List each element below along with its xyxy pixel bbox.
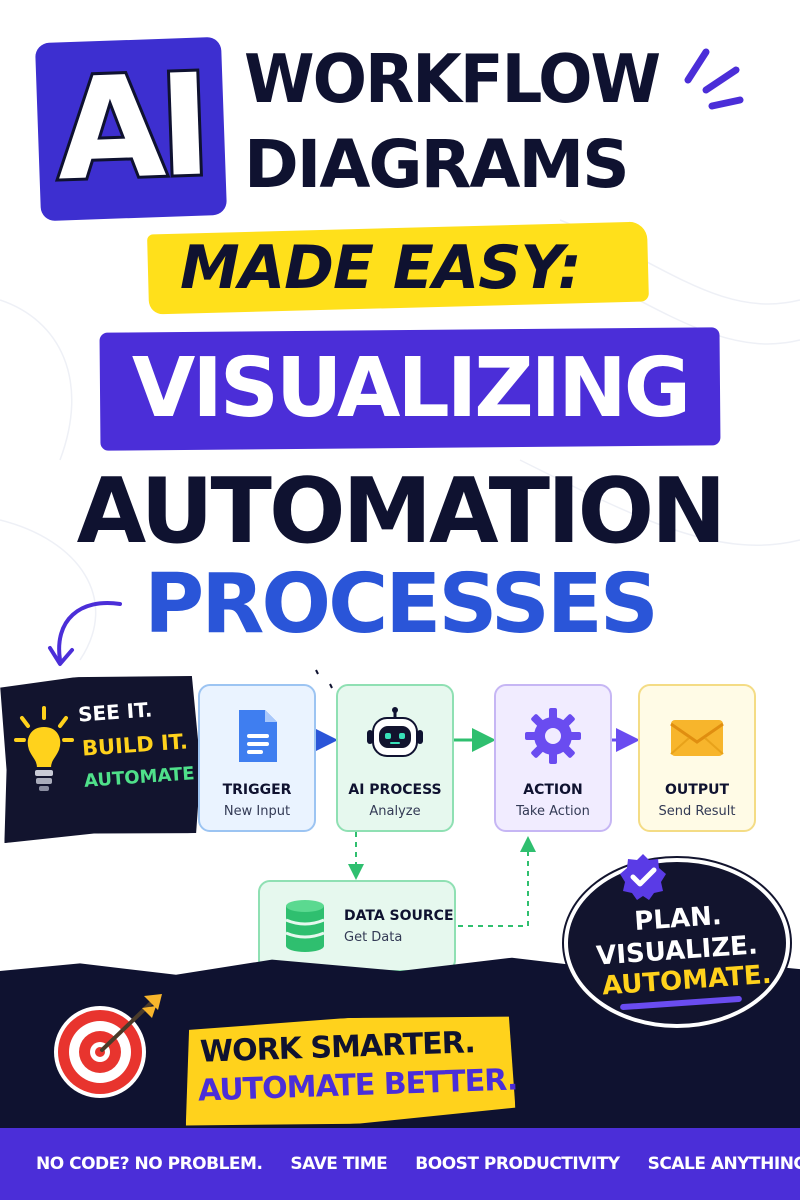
ai-label: AI bbox=[51, 41, 211, 215]
check-badge-icon bbox=[620, 854, 666, 900]
title-made-easy: MADE EASY: bbox=[180, 233, 582, 303]
node-ai-process-title: AI PROCESS bbox=[348, 782, 442, 798]
node-trigger[interactable]: TRIGGER New Input bbox=[198, 684, 316, 832]
spark-lines-icon bbox=[684, 48, 744, 110]
title-automation: AUTOMATION bbox=[76, 459, 727, 564]
ai-badge: AI bbox=[34, 36, 228, 222]
document-icon bbox=[239, 710, 277, 762]
node-action-title: ACTION bbox=[523, 782, 583, 798]
curved-arrow-icon bbox=[48, 601, 122, 666]
node-trigger-subtitle: New Input bbox=[223, 804, 291, 819]
footer-item-save-time: SAVE TIME bbox=[290, 1154, 388, 1174]
title-workflow: WORKFLOW bbox=[244, 41, 661, 119]
lightbulb-icon bbox=[14, 706, 74, 791]
node-action[interactable]: ACTION Take Action bbox=[494, 684, 612, 832]
node-ai-process-subtitle: Analyze bbox=[369, 804, 421, 819]
title-processes: PROCESSES bbox=[144, 557, 659, 652]
node-output-title: OUTPUT bbox=[665, 782, 729, 798]
database-icon bbox=[285, 900, 325, 952]
node-data-source-title: DATA SOURCE bbox=[344, 907, 454, 924]
node-data-source[interactable]: DATA SOURCE Get Data bbox=[258, 880, 456, 972]
title-visualizing: VISUALIZING bbox=[131, 341, 691, 436]
footer-strip: NO CODE? NO PROBLEM. SAVE TIME BOOST PRO… bbox=[0, 1128, 800, 1200]
node-output[interactable]: OUTPUT Send Result bbox=[638, 684, 756, 832]
gear-icon bbox=[525, 708, 581, 764]
node-action-subtitle: Take Action bbox=[516, 804, 590, 819]
node-trigger-title: TRIGGER bbox=[222, 782, 292, 798]
node-ai-process[interactable]: AI PROCESS Analyze bbox=[336, 684, 454, 832]
node-data-source-subtitle: Get Data bbox=[344, 929, 403, 945]
node-output-subtitle: Send Result bbox=[658, 804, 736, 819]
title-diagrams: DIAGRAMS bbox=[244, 126, 630, 203]
envelope-icon bbox=[670, 720, 724, 756]
footer-item-boost-productivity: BOOST PRODUCTIVITY bbox=[415, 1154, 620, 1174]
footer-item-scale-anything: SCALE ANYTHING bbox=[647, 1154, 800, 1174]
footer-item-no-code: NO CODE? NO PROBLEM. bbox=[36, 1154, 263, 1174]
target-icon bbox=[54, 994, 162, 1098]
plan-visualize-badge bbox=[568, 862, 786, 1024]
robot-icon bbox=[367, 707, 423, 757]
